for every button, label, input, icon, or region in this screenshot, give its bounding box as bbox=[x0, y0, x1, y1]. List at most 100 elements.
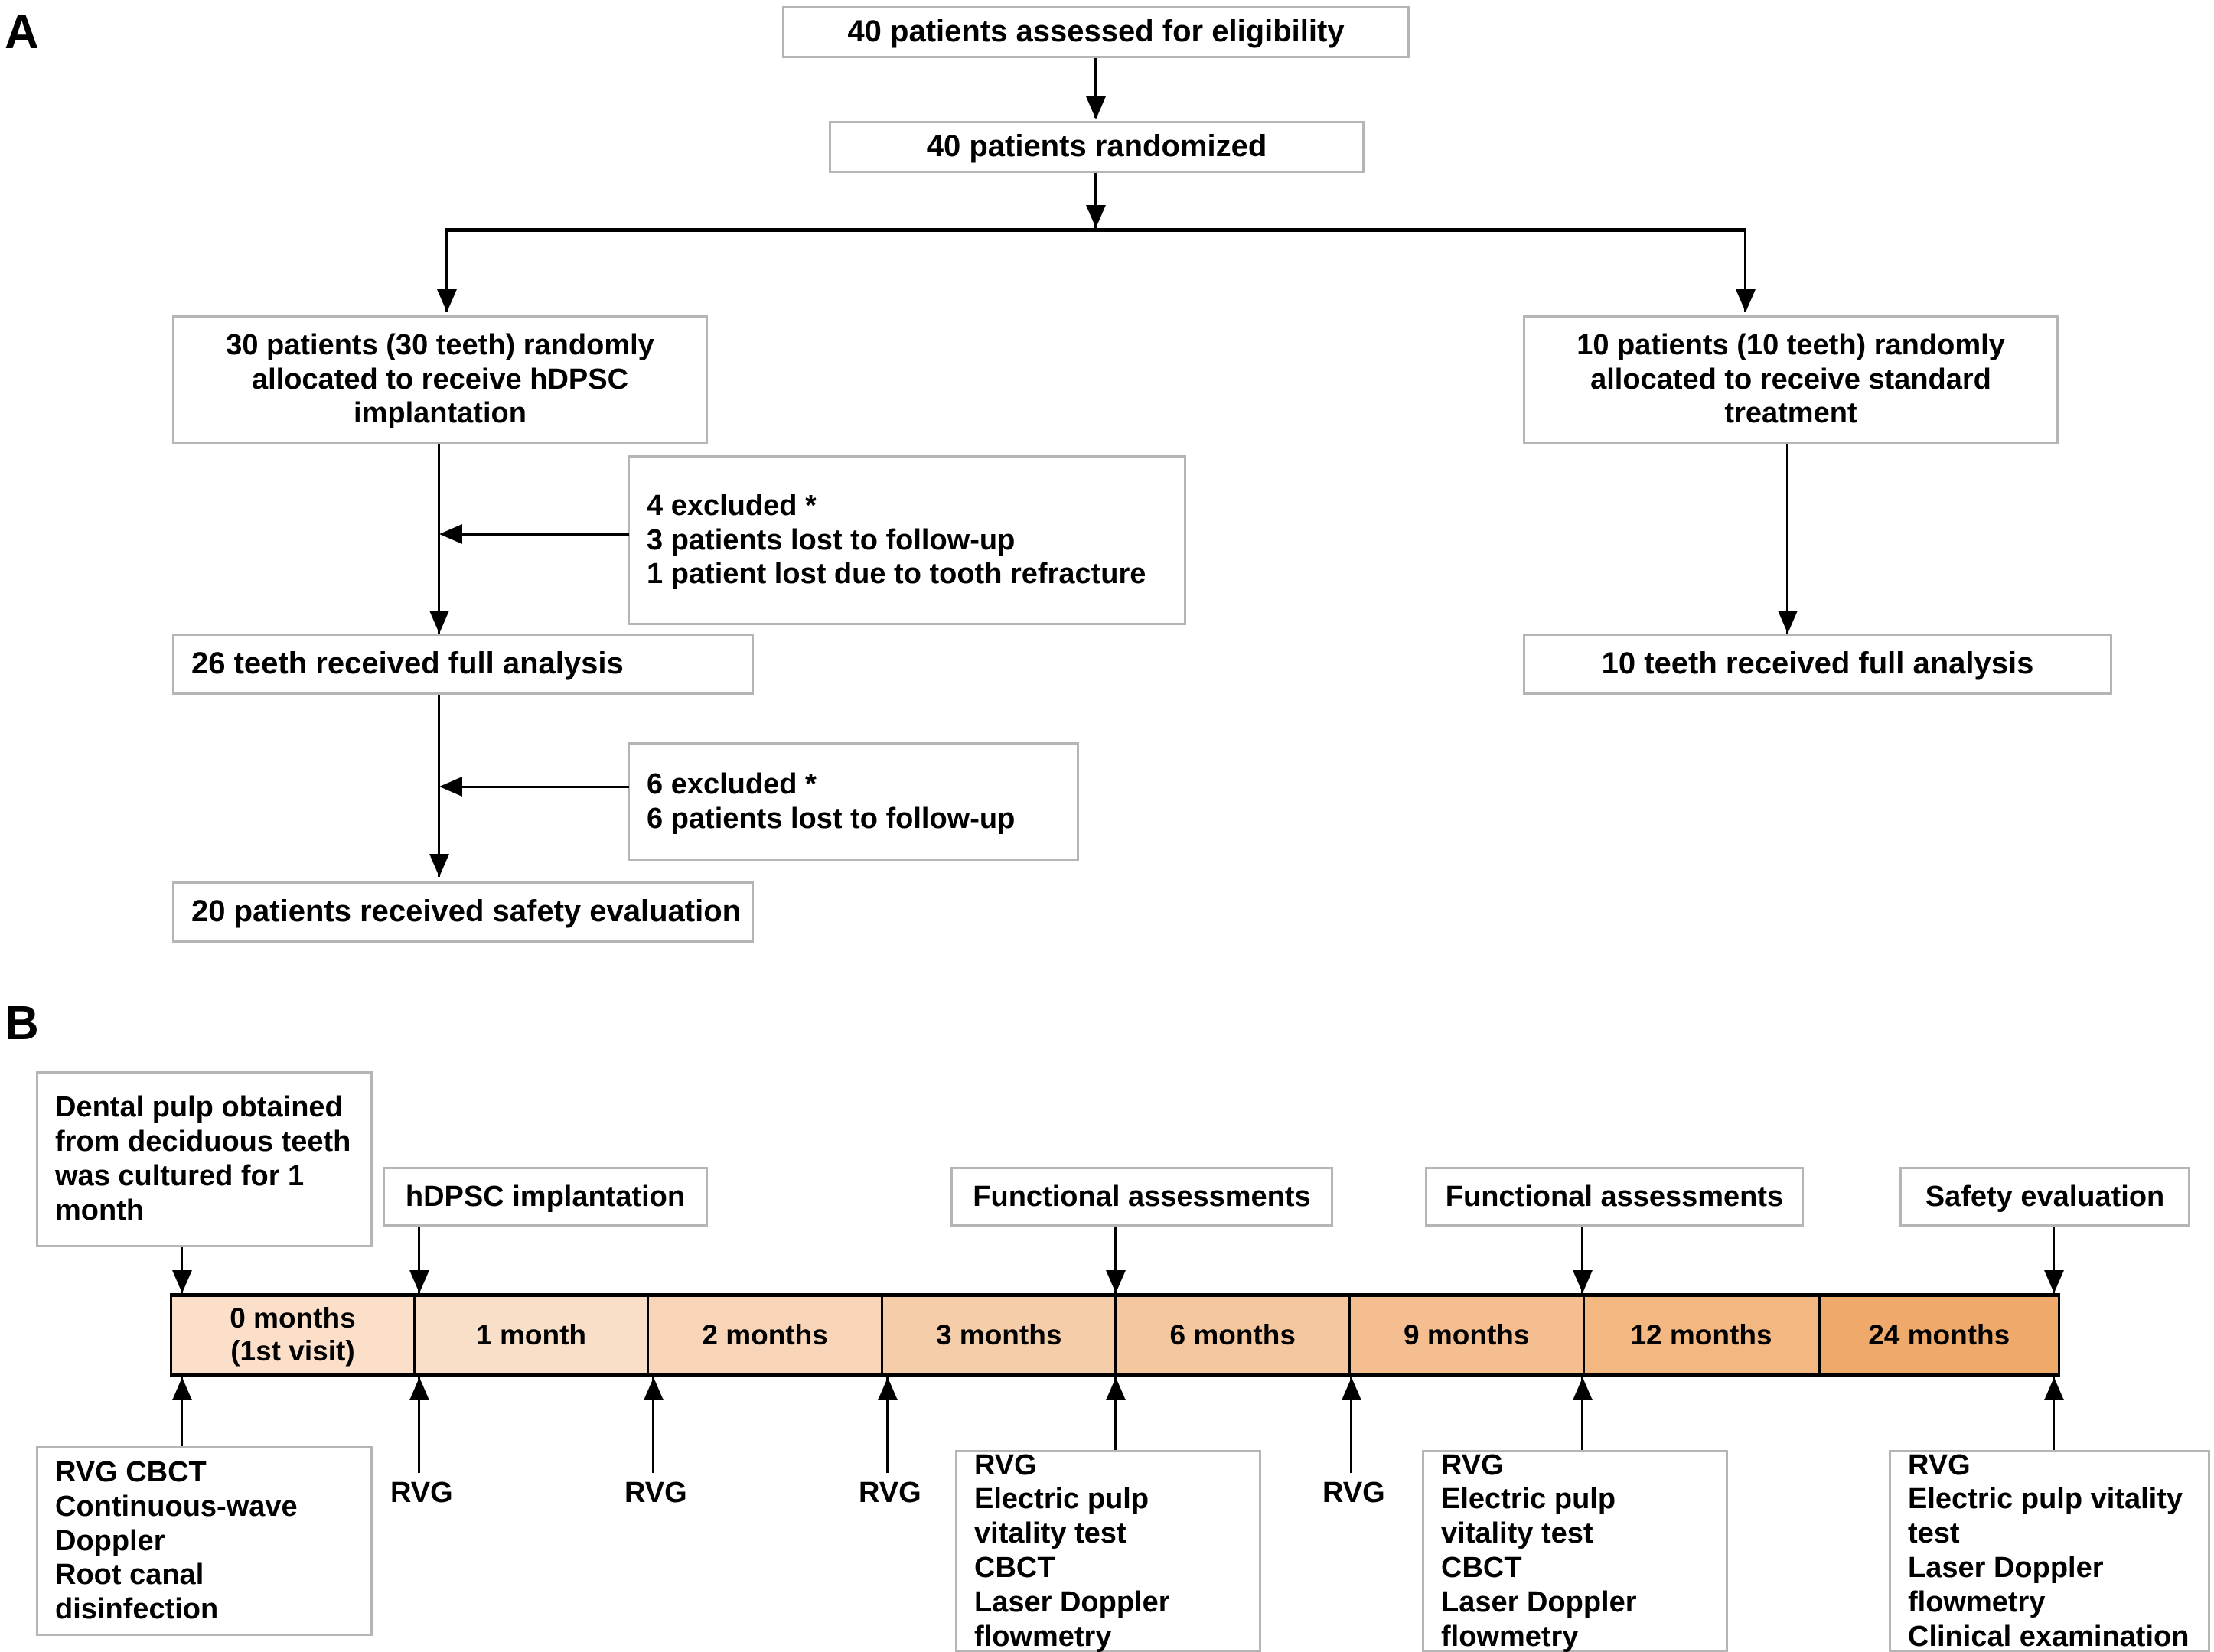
connector-top-functional-1 bbox=[1114, 1227, 1117, 1293]
arrowhead-alloc-to-analysis-right bbox=[1778, 611, 1798, 634]
connector-exclusion-1-arrow bbox=[459, 533, 629, 536]
flow-box-allocation-hdpsc-text: 30 patients (30 teeth) randomly allocate… bbox=[226, 328, 654, 430]
timeline-top-box-safety: Safety evaluation bbox=[1899, 1167, 2190, 1227]
timeline-segment-7: 24 months bbox=[1820, 1297, 2058, 1373]
arrowhead-bottom-rvg-3 bbox=[878, 1377, 898, 1400]
connector-assessed-to-randomized bbox=[1094, 58, 1097, 118]
panel-label-a: A bbox=[5, 6, 39, 59]
timeline-segment-0-label: 0 months (1st visit) bbox=[230, 1302, 356, 1367]
flow-box-allocation-standard-text: 10 patients (10 teeth) randomly allocate… bbox=[1577, 328, 2005, 430]
flow-box-exclusion-2-text: 6 excluded * 6 patients lost to follow-u… bbox=[647, 767, 1016, 835]
connector-bottom-rvg-4 bbox=[1350, 1377, 1352, 1473]
flow-box-randomized: 40 patients randomized bbox=[829, 121, 1365, 173]
arrowhead-top-safety bbox=[2044, 1270, 2064, 1293]
timeline-top-box-functional-1: Functional assessments bbox=[950, 1167, 1333, 1227]
timeline-bottom-box-3month: RVG Electric pulp vitality test CBCT Las… bbox=[955, 1449, 1261, 1652]
arrowhead-bottom-24month bbox=[2044, 1377, 2064, 1400]
arrowhead-bottom-rvg-4 bbox=[1342, 1377, 1361, 1400]
connector-bottom-rvg-3 bbox=[886, 1377, 889, 1473]
connector-bottom-rvg-2 bbox=[652, 1377, 654, 1473]
flow-box-exclusion-1: 4 excluded * 3 patients lost to follow-u… bbox=[628, 455, 1186, 625]
timeline-top-box-functional-2: Functional assessments bbox=[1425, 1167, 1804, 1227]
timeline-segment-5: 9 months bbox=[1350, 1297, 1585, 1373]
connector-bottom-9month bbox=[1581, 1377, 1583, 1450]
arrowhead-bottom-rvg-1 bbox=[409, 1377, 429, 1400]
flow-box-randomized-text: 40 patients randomized bbox=[926, 129, 1267, 164]
arrowhead-bottom-visit1 bbox=[172, 1377, 192, 1400]
arrowhead-top-implantation bbox=[409, 1270, 429, 1293]
connector-analysis-to-safety bbox=[438, 695, 440, 877]
flow-box-analysis-26-text: 26 teeth received full analysis bbox=[191, 647, 624, 681]
flow-box-safety-evaluation-text: 20 patients received safety evaluation bbox=[191, 894, 742, 929]
timeline-segment-6-label: 12 months bbox=[1630, 1318, 1772, 1351]
timeline-bottom-box-visit1-text: RVG CBCT Continuous-wave Doppler Root ca… bbox=[55, 1455, 298, 1626]
arrowhead-split-right bbox=[1736, 289, 1756, 312]
panel-label-b: B bbox=[5, 997, 39, 1050]
timeline-segment-2-label: 2 months bbox=[702, 1318, 828, 1351]
timeline-segment-1-label: 1 month bbox=[476, 1318, 587, 1351]
flow-box-assessed-text: 40 patients assessed for eligibility bbox=[847, 15, 1345, 49]
arrowhead-split-left bbox=[437, 289, 457, 312]
timeline-bottom-box-24month: RVG Electric pulp vitality test Laser Do… bbox=[1889, 1448, 2210, 1652]
connector-alloc-to-analysis-right bbox=[1786, 444, 1788, 634]
timeline-segment-5-label: 9 months bbox=[1404, 1318, 1530, 1351]
flow-box-analysis-10-text: 10 teeth received full analysis bbox=[1601, 647, 2034, 681]
flow-box-allocation-hdpsc: 30 patients (30 teeth) randomly allocate… bbox=[172, 315, 708, 444]
flow-box-analysis-26: 26 teeth received full analysis bbox=[172, 634, 754, 695]
timeline-segment-6: 12 months bbox=[1584, 1297, 1821, 1373]
timeline-top-box-implantation-text: hDPSC implantation bbox=[405, 1180, 686, 1213]
timeline-top-box-functional-1-text: Functional assessments bbox=[973, 1180, 1311, 1213]
connector-bottom-24month bbox=[2053, 1377, 2055, 1450]
connector-exclusion-2-arrow bbox=[459, 786, 629, 788]
connector-randomized-stem bbox=[1094, 173, 1097, 228]
connector-bottom-rvg-1 bbox=[418, 1377, 420, 1473]
connector-top-implantation bbox=[418, 1227, 420, 1293]
connector-alloc-to-analysis-left bbox=[438, 444, 440, 634]
timeline-segment-7-label: 24 months bbox=[1868, 1318, 2010, 1351]
timeline-top-box-culture: Dental pulp obtained from deciduous teet… bbox=[36, 1071, 373, 1247]
arrowhead-assessed-to-randomized bbox=[1086, 96, 1106, 119]
timeline-tick-label-rvg-4: RVG bbox=[1322, 1477, 1385, 1509]
timeline-segment-3-label: 3 months bbox=[935, 1318, 1062, 1351]
arrowhead-exclusion-2 bbox=[439, 777, 462, 797]
timeline-top-box-culture-text: Dental pulp obtained from deciduous teet… bbox=[55, 1091, 351, 1227]
flow-box-exclusion-2: 6 excluded * 6 patients lost to follow-u… bbox=[628, 742, 1079, 861]
flow-box-safety-evaluation: 20 patients received safety evaluation bbox=[172, 881, 754, 943]
connector-split-bar bbox=[445, 228, 1746, 232]
timeline-segment-4: 6 months bbox=[1117, 1297, 1351, 1373]
arrowhead-top-functional-1 bbox=[1106, 1270, 1126, 1293]
timeline-tick-label-rvg-3: RVG bbox=[859, 1477, 921, 1509]
connector-bottom-3month bbox=[1114, 1377, 1117, 1450]
timeline-segment-4-label: 6 months bbox=[1169, 1318, 1296, 1351]
connector-split-right bbox=[1744, 228, 1746, 312]
timeline-top-box-safety-text: Safety evaluation bbox=[1925, 1180, 2165, 1213]
flow-box-allocation-standard: 10 patients (10 teeth) randomly allocate… bbox=[1523, 315, 2059, 444]
arrowhead-alloc-to-analysis-left bbox=[429, 611, 449, 634]
timeline-bar: 0 months (1st visit) 1 month 2 months 3 … bbox=[170, 1293, 2060, 1377]
timeline-top-box-implantation: hDPSC implantation bbox=[383, 1167, 708, 1227]
flow-box-analysis-10: 10 teeth received full analysis bbox=[1523, 634, 2112, 695]
arrowhead-bottom-rvg-2 bbox=[644, 1377, 664, 1400]
timeline-top-box-functional-2-text: Functional assessments bbox=[1445, 1180, 1784, 1213]
timeline-segment-2: 2 months bbox=[649, 1297, 883, 1373]
flow-box-exclusion-1-text: 4 excluded * 3 patients lost to follow-u… bbox=[647, 489, 1146, 591]
flow-box-assessed: 40 patients assessed for eligibility bbox=[782, 6, 1410, 58]
connector-bottom-visit1 bbox=[181, 1377, 183, 1446]
timeline-bottom-box-24month-text: RVG Electric pulp vitality test Laser Do… bbox=[1908, 1448, 2190, 1652]
timeline-bottom-box-visit1: RVG CBCT Continuous-wave Doppler Root ca… bbox=[36, 1446, 373, 1636]
connector-top-functional-2 bbox=[1581, 1227, 1583, 1293]
timeline-bottom-box-9month-text: RVG Electric pulp vitality test CBCT Las… bbox=[1441, 1448, 1637, 1652]
arrowhead-bottom-3month bbox=[1106, 1377, 1126, 1400]
timeline-segment-0: 0 months (1st visit) bbox=[172, 1297, 416, 1373]
arrowhead-top-culture bbox=[172, 1270, 192, 1293]
timeline-tick-label-rvg-1: RVG bbox=[390, 1477, 453, 1509]
connector-split-left bbox=[445, 228, 448, 312]
arrowhead-top-functional-2 bbox=[1573, 1270, 1593, 1293]
connector-top-safety bbox=[2053, 1227, 2055, 1293]
timeline-segment-3: 3 months bbox=[882, 1297, 1117, 1373]
arrowhead-bottom-9month bbox=[1573, 1377, 1593, 1400]
timeline-tick-label-rvg-2: RVG bbox=[624, 1477, 687, 1509]
timeline-segment-1: 1 month bbox=[415, 1297, 650, 1373]
arrowhead-randomized-stem bbox=[1086, 205, 1106, 228]
